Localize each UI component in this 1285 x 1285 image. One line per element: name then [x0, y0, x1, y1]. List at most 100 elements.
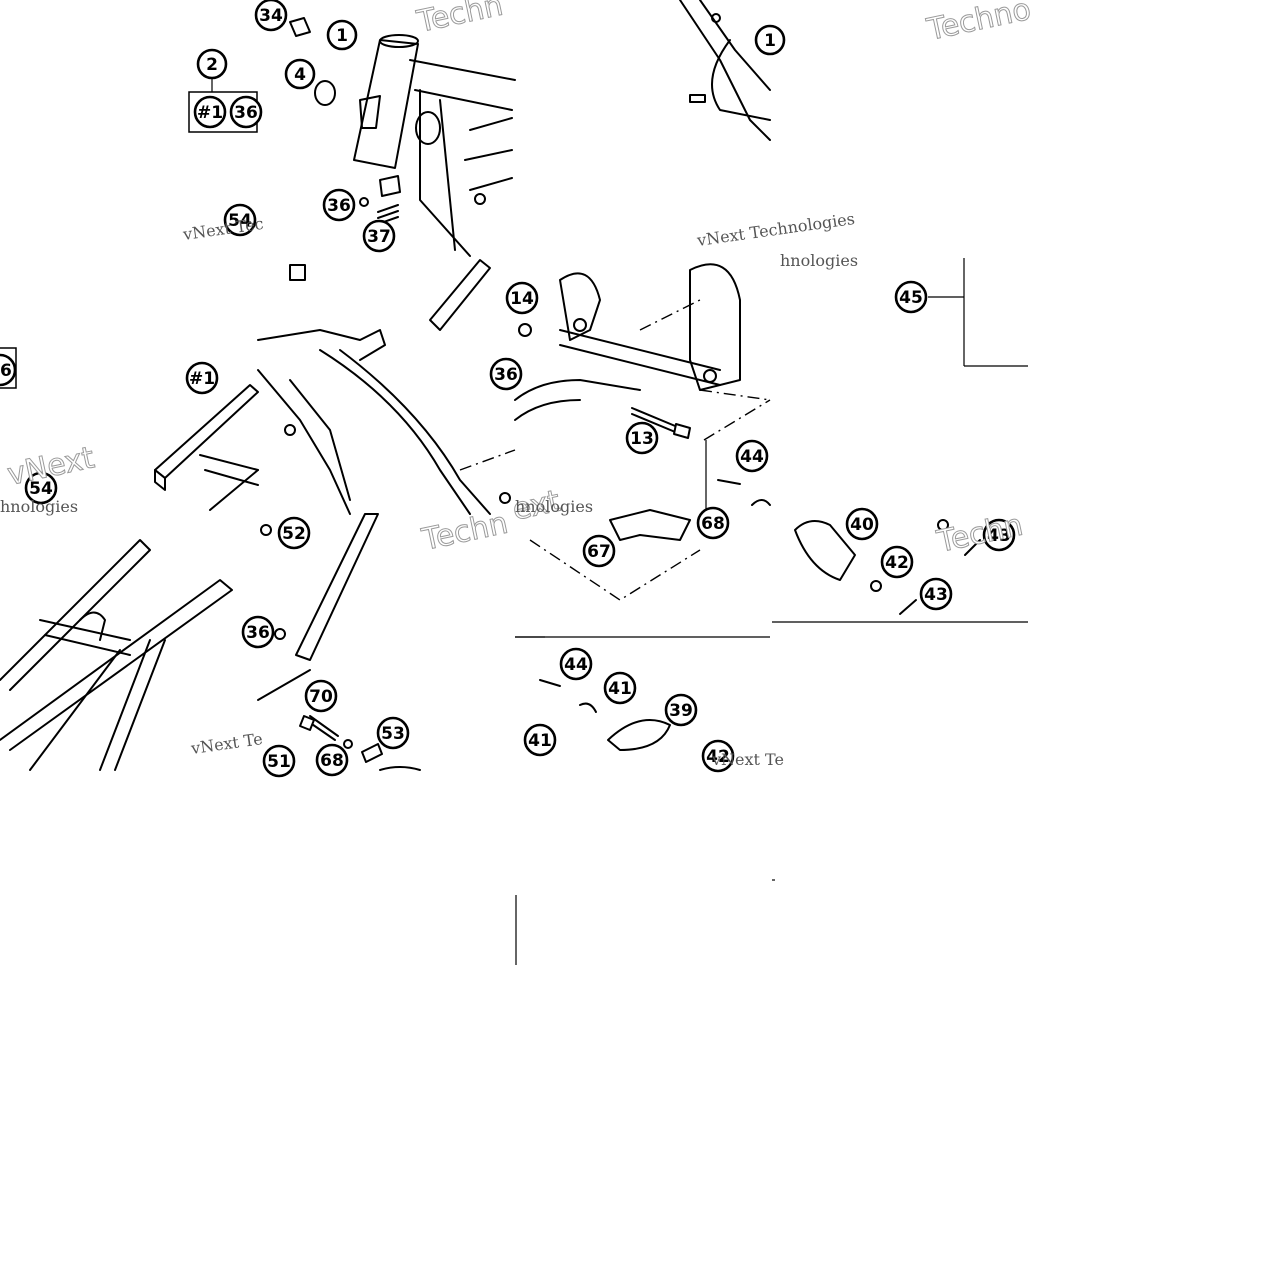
callout-circle [701, 739, 735, 773]
rear-subframe [0, 539, 233, 771]
callout-circle [362, 219, 396, 253]
callout-41a: 41 [603, 671, 637, 705]
assembly-bracket-45 [928, 258, 1028, 367]
callout-circle [754, 24, 786, 56]
callout-circle [223, 203, 257, 237]
watermark-small-6: vNext Te [189, 729, 264, 758]
watermark-small-5: hnologies [515, 497, 593, 516]
callout-circle [326, 19, 358, 51]
callout-36c: 36 [0, 353, 17, 387]
callout-number: 44 [740, 447, 764, 467]
callout-number: 42 [885, 553, 909, 573]
callout-circle [696, 506, 730, 540]
frame-front-section [289, 17, 516, 257]
callout-4: 4 [284, 58, 316, 90]
callout-number: 70 [309, 687, 333, 707]
callout-number: 13 [630, 429, 654, 449]
side-stand-tube [257, 513, 421, 771]
callout-number: 36 [327, 196, 351, 216]
callout-circle [229, 95, 263, 129]
callout-circle [322, 188, 356, 222]
callout-45: 45 [894, 280, 928, 314]
callout-circle [845, 507, 879, 541]
callout-44b: 44 [559, 647, 593, 681]
frame-rear-cradle [514, 263, 771, 441]
callout-number: 68 [320, 751, 344, 771]
frame-side-rail [0, 347, 259, 511]
callout-number: 37 [367, 227, 391, 247]
callout-40: 40 [845, 507, 879, 541]
callout-number: 54 [29, 479, 53, 499]
callout-number: 14 [510, 289, 534, 309]
frame-center-section [257, 259, 516, 515]
callout-number: 52 [282, 524, 306, 544]
callout-circle [315, 743, 349, 777]
callout-42a: 42 [880, 545, 914, 579]
callout-number: 41 [528, 731, 552, 751]
callout-number: 43 [924, 585, 948, 605]
callout-number: 36 [246, 623, 270, 643]
watermark-small-2: vNext Technologies [695, 209, 856, 250]
callout-number: 45 [899, 288, 923, 308]
callout-circle [185, 361, 219, 395]
callout-number: 36 [0, 361, 12, 381]
footrest-right [772, 519, 1028, 623]
callout-number: #1 [197, 103, 223, 123]
callout-number: 36 [234, 103, 258, 123]
callout-circle [196, 48, 228, 80]
callout-circle [523, 723, 557, 757]
callout-circle [277, 516, 311, 550]
callout-36a: 36 [229, 95, 263, 129]
callout-68b: 68 [315, 743, 349, 777]
callout-number: 41 [608, 679, 632, 699]
callout-39: 39 [664, 693, 698, 727]
callout-number: 44 [564, 655, 588, 675]
callout-circle [376, 716, 410, 750]
callout-number: 43 [987, 526, 1011, 546]
callout-67: 67 [582, 534, 616, 568]
callout-circle [735, 439, 769, 473]
callout-1: 1 [326, 19, 358, 51]
callout-circle [262, 744, 296, 778]
callout-group: 34142#13636375436#1541436134445686740434… [0, 0, 1016, 778]
callout-36e: 36 [241, 615, 275, 649]
callout-circle [284, 58, 316, 90]
callout-number: 68 [701, 514, 725, 534]
callout-36b: 36 [322, 188, 356, 222]
callout-36d: 36 [489, 357, 523, 391]
watermark-techno-1: Techn [413, 0, 506, 40]
callout-68a: 68 [696, 506, 730, 540]
callout-number: 1 [764, 31, 776, 51]
callout-70: 70 [304, 679, 338, 713]
callout-43b: 43 [919, 577, 953, 611]
watermark-big-4: Techn [418, 506, 511, 558]
callout-number: 2 [206, 55, 218, 75]
callout-circle [0, 353, 17, 387]
callout-44a: 44 [735, 439, 769, 473]
watermark-big-6: Techn [933, 508, 1026, 560]
callout-54b: 54 [24, 471, 58, 505]
callout-number: 42 [706, 747, 730, 767]
callout-52: 52 [277, 516, 311, 550]
callout-53: 53 [376, 716, 410, 750]
callout-n1a: #1 [193, 95, 227, 129]
callout-circle [664, 693, 698, 727]
callout-54a: 54 [223, 203, 257, 237]
callout-number: 51 [267, 752, 291, 772]
callout-circle [582, 534, 616, 568]
callout-number: 34 [259, 6, 283, 26]
watermark-small-3: hnologies [780, 251, 858, 270]
watermark-small-4: hnologies [0, 497, 78, 516]
footrest-left [515, 440, 771, 751]
callout-51: 51 [262, 744, 296, 778]
callout-circle [241, 615, 275, 649]
callout-circle [254, 0, 288, 32]
callout-number: 40 [850, 515, 874, 535]
callout-37: 37 [362, 219, 396, 253]
callout-circle [625, 421, 659, 455]
callout-43a: 43 [982, 518, 1016, 552]
watermark-small-1: vNext Tec [181, 214, 265, 244]
callout-circle [919, 577, 953, 611]
callout-circle [24, 471, 58, 505]
